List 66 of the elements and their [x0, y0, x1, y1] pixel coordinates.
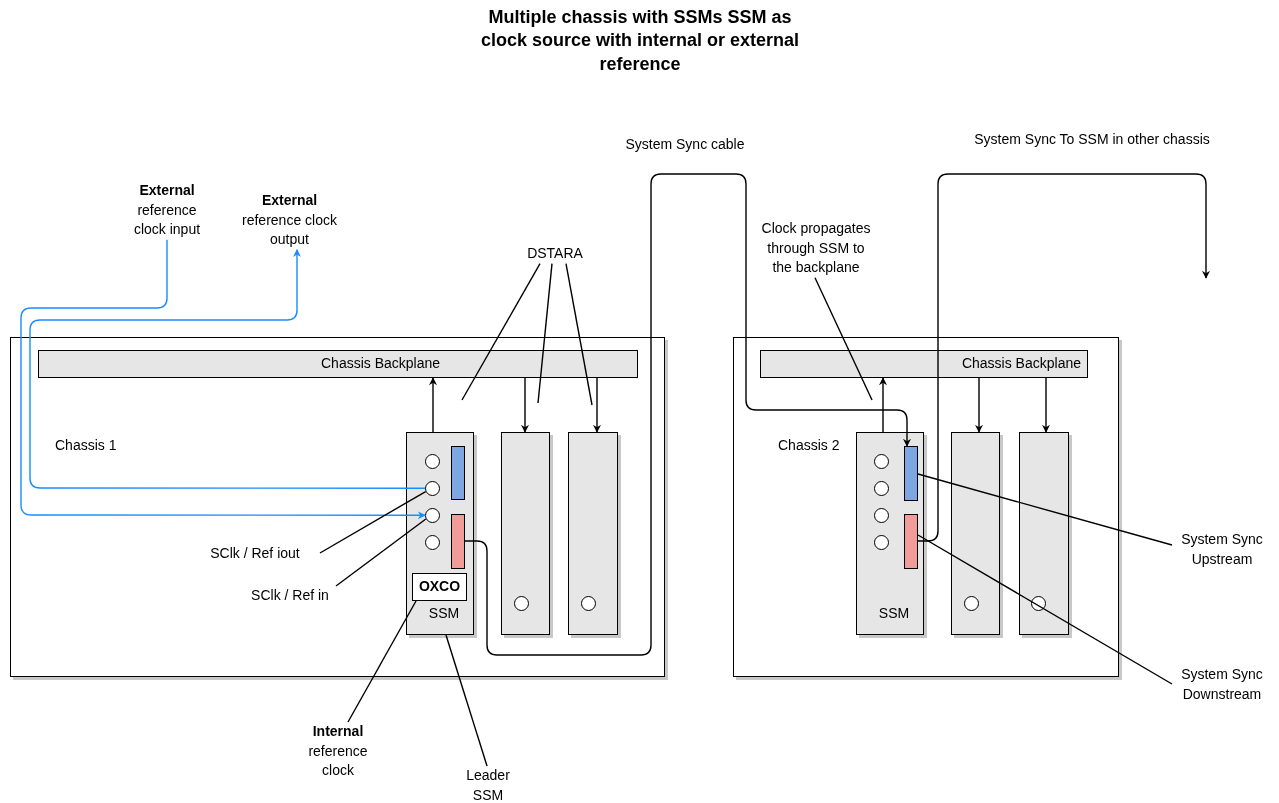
- chassis-label: Chassis 1: [55, 436, 117, 455]
- backplane-label: Chassis Backplane: [961, 354, 1081, 374]
- cable-arrow: [464, 173, 911, 656]
- port-circle: [964, 596, 979, 611]
- connector-bar: [904, 514, 918, 569]
- edge-label: System Sync cable: [623, 135, 747, 155]
- leader-line: [565, 262, 593, 406]
- port-circle: [874, 535, 889, 550]
- port-circle: [874, 481, 889, 496]
- oscillator-box: [412, 573, 467, 601]
- backplane-bar: [38, 350, 638, 378]
- leader-line: [335, 518, 427, 587]
- leader-line: [917, 473, 1173, 546]
- connector-bar: [451, 446, 465, 500]
- callout-text: SClk / Ref in: [230, 586, 350, 606]
- leader-line: [814, 277, 873, 401]
- arrow: [429, 377, 437, 433]
- arrow: [879, 377, 887, 433]
- arrow: [521, 377, 529, 433]
- callout-text: Leader SSM: [458, 766, 518, 803]
- connector-bar: [451, 514, 465, 569]
- arrow: [1042, 377, 1050, 433]
- port-circle: [874, 508, 889, 523]
- backplane-label: Chassis Backplane: [321, 354, 441, 374]
- chassis-frame: [733, 337, 1119, 677]
- arrow: [593, 377, 601, 433]
- callout-text: External reference clock input: [132, 181, 202, 240]
- oscillator-label: OXCO: [418, 577, 461, 597]
- port-circle: [874, 454, 889, 469]
- chassis-label: Chassis 2: [778, 436, 840, 455]
- leader-line: [461, 262, 541, 401]
- ssm-module: [406, 432, 474, 635]
- leader-line: [445, 634, 488, 767]
- leader-line: [347, 600, 417, 723]
- callout-text: Internal reference clock: [298, 722, 378, 781]
- port-circle: [514, 596, 529, 611]
- edge-label: System Sync To SSM in other chassis: [972, 130, 1212, 150]
- callout-text: DSTARA: [510, 244, 600, 264]
- backplane-bar: [760, 350, 1088, 378]
- module-label: SSM: [878, 604, 910, 624]
- cable-arrow: [917, 173, 1210, 542]
- diagram-title: Multiple chassis with SSMs SSM as clock source with internal or external reference: [479, 6, 801, 76]
- leader-line: [917, 534, 1173, 685]
- arrow: [975, 377, 983, 433]
- leader-line: [319, 490, 427, 554]
- module-label: SSM: [428, 604, 460, 624]
- port-circle: [581, 596, 596, 611]
- callout-text: Clock propagates through SSM to the backplane: [756, 219, 876, 278]
- arrow: [20, 239, 426, 520]
- callout-text: External reference clock output: [242, 191, 337, 250]
- port-circle: [425, 481, 440, 496]
- ssm-module: [856, 432, 924, 635]
- module-card: [501, 432, 550, 635]
- chassis-frame: [10, 337, 665, 677]
- callout-text: System Sync Downstream: [1172, 665, 1272, 705]
- module-card: [568, 432, 618, 635]
- leader-line: [537, 262, 553, 404]
- connector-bar: [904, 446, 918, 501]
- callout-text: SClk / Ref iout: [190, 544, 320, 564]
- callout-text: System Sync Upstream: [1172, 530, 1272, 570]
- port-circle: [425, 535, 440, 550]
- module-card: [951, 432, 1000, 635]
- module-card: [1019, 432, 1069, 635]
- arrow: [29, 249, 426, 489]
- port-circle: [425, 454, 440, 469]
- port-circle: [425, 508, 440, 523]
